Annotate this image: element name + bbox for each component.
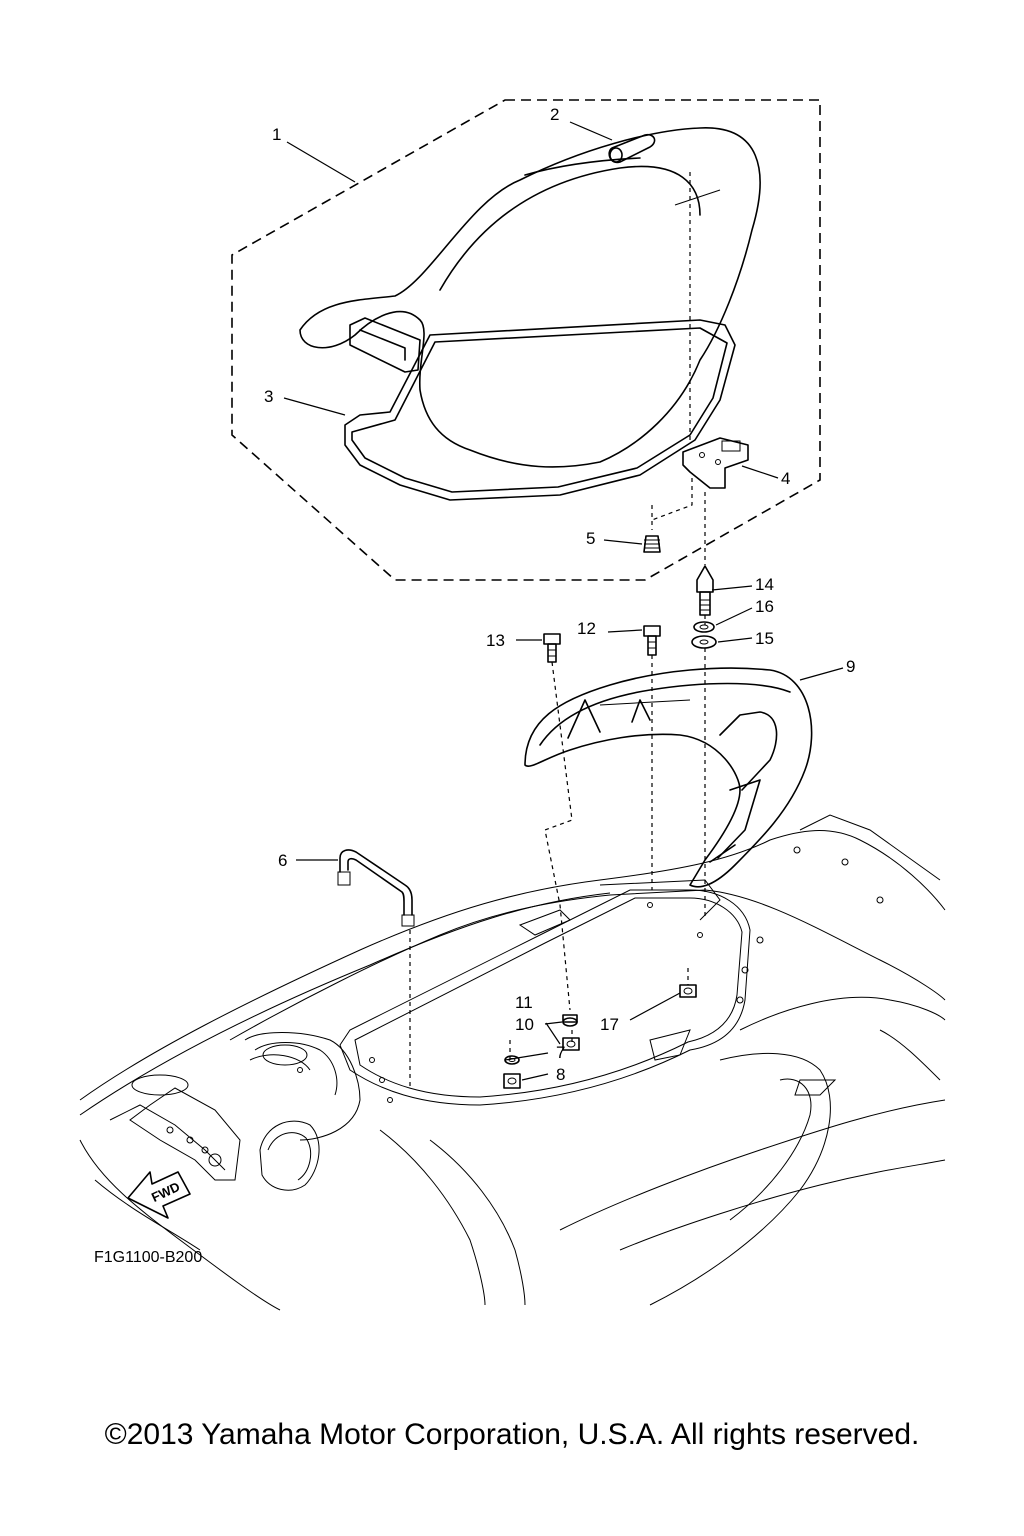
nut-10 bbox=[562, 1037, 580, 1051]
callout-13: 13 bbox=[486, 631, 505, 650]
seat-frame bbox=[344, 319, 736, 501]
nut-8 bbox=[503, 1073, 521, 1089]
nut-17 bbox=[679, 984, 697, 998]
copyright-notice: ©2013 Yamaha Motor Corporation, U.S.A. A… bbox=[104, 1418, 920, 1451]
callout-8: 8 bbox=[556, 1065, 565, 1084]
callout-5: 5 bbox=[586, 529, 595, 548]
callout-15: 15 bbox=[755, 629, 774, 648]
callout-7: 7 bbox=[556, 1043, 565, 1062]
diagram-code: F1G1100-B200 bbox=[94, 1249, 202, 1266]
callout-9: 9 bbox=[846, 657, 855, 676]
washer-15 bbox=[691, 635, 717, 649]
seat-lock-bracket bbox=[682, 437, 749, 489]
callout-6: 6 bbox=[278, 851, 287, 870]
callout-leaders bbox=[283, 121, 844, 1081]
callout-16: 16 bbox=[755, 597, 774, 616]
watercraft-deck bbox=[79, 814, 946, 1311]
handle-bar-6 bbox=[337, 849, 415, 927]
callout-17: 17 bbox=[600, 1015, 619, 1034]
callout-14: 14 bbox=[755, 575, 774, 594]
seat-grip bbox=[608, 133, 656, 164]
callout-2: 2 bbox=[550, 105, 559, 124]
callout-10: 10 bbox=[515, 1015, 534, 1034]
alignment-lines bbox=[409, 172, 706, 1090]
locking-pin-14 bbox=[696, 565, 714, 616]
callout-4: 4 bbox=[781, 469, 790, 488]
bolt-12 bbox=[643, 625, 661, 656]
rear-grab-handle bbox=[524, 667, 813, 888]
seat bbox=[299, 127, 761, 468]
callout-12: 12 bbox=[577, 619, 596, 638]
bolt-13 bbox=[543, 633, 561, 663]
callout-11: 11 bbox=[515, 993, 533, 1012]
bolt-5 bbox=[643, 535, 661, 553]
callout-3: 3 bbox=[264, 387, 273, 406]
nut-11 bbox=[562, 1014, 578, 1027]
callout-1: 1 bbox=[272, 125, 281, 144]
washer-16 bbox=[693, 621, 715, 633]
